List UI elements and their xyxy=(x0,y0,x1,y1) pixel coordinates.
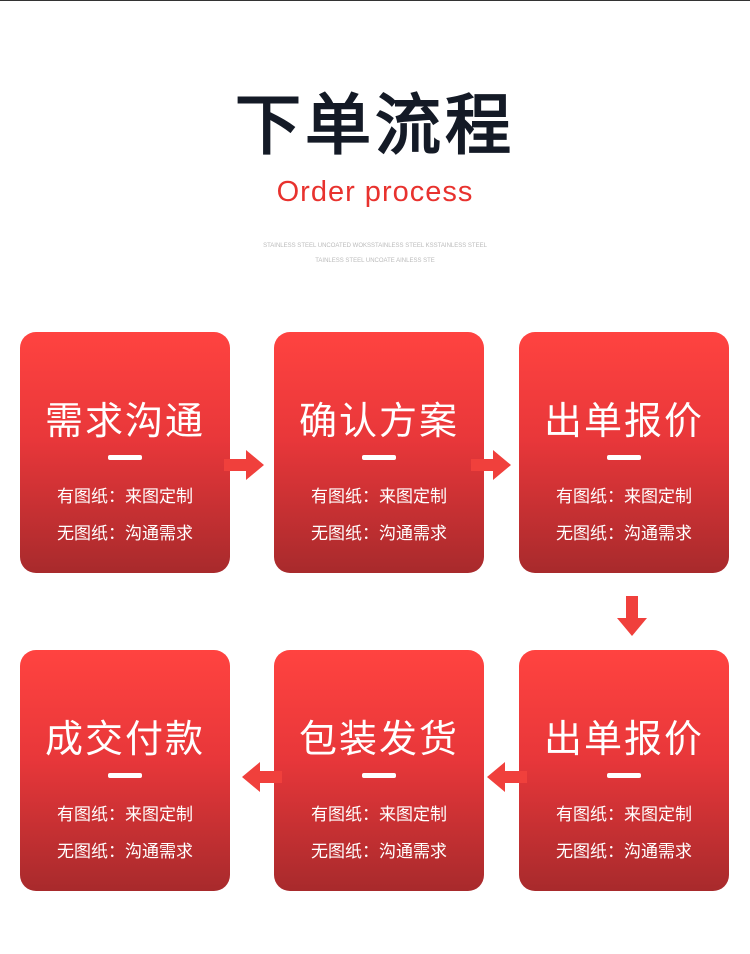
decorative-text-2: TAINLESS STEEL UNCOATE AINLESS STE xyxy=(315,258,435,264)
step-card-2: 确认方案 有图纸：来图定制 无图纸：沟通需求 xyxy=(274,332,484,573)
step-title: 出单报价 xyxy=(543,399,704,443)
divider xyxy=(362,455,396,460)
decorative-text-1: STAINLESS STEEL UNCOATED WOKSSTAINLESS S… xyxy=(263,243,487,249)
top-border xyxy=(0,0,750,1)
step-line-2: 无图纸：沟通需求 xyxy=(556,524,692,544)
page-subtitle: Order process xyxy=(276,176,474,208)
step-title: 需求沟通 xyxy=(44,399,205,443)
step-card-5: 包装发货 有图纸：来图定制 无图纸：沟通需求 xyxy=(274,650,484,891)
arrow-right-icon xyxy=(471,450,511,480)
divider xyxy=(607,455,641,460)
step-title: 包装发货 xyxy=(298,717,459,761)
step-line-2: 无图纸：沟通需求 xyxy=(311,842,447,862)
step-title: 确认方案 xyxy=(298,399,459,443)
arrow-down-icon xyxy=(617,596,647,636)
page-title: 下单流程 xyxy=(235,87,515,164)
step-card-6: 成交付款 有图纸：来图定制 无图纸：沟通需求 xyxy=(20,650,230,891)
step-line-1: 有图纸：来图定制 xyxy=(311,487,447,507)
step-line-2: 无图纸：沟通需求 xyxy=(57,842,193,862)
step-card-3: 出单报价 有图纸：来图定制 无图纸：沟通需求 xyxy=(519,332,729,573)
divider xyxy=(362,773,396,778)
arrow-left-icon xyxy=(242,762,282,792)
step-card-4: 出单报价 有图纸：来图定制 无图纸：沟通需求 xyxy=(519,650,729,891)
divider xyxy=(607,773,641,778)
divider xyxy=(108,773,142,778)
divider xyxy=(108,455,142,460)
arrow-right-icon xyxy=(224,450,264,480)
step-line-2: 无图纸：沟通需求 xyxy=(311,524,447,544)
step-line-2: 无图纸：沟通需求 xyxy=(556,842,692,862)
step-line-1: 有图纸：来图定制 xyxy=(556,805,692,825)
arrow-left-icon xyxy=(487,762,527,792)
step-line-1: 有图纸：来图定制 xyxy=(57,805,193,825)
step-card-1: 需求沟通 有图纸：来图定制 无图纸：沟通需求 xyxy=(20,332,230,573)
step-title: 出单报价 xyxy=(543,717,704,761)
step-line-2: 无图纸：沟通需求 xyxy=(57,524,193,544)
step-title: 成交付款 xyxy=(44,717,205,761)
step-line-1: 有图纸：来图定制 xyxy=(311,805,447,825)
step-line-1: 有图纸：来图定制 xyxy=(556,487,692,507)
step-line-1: 有图纸：来图定制 xyxy=(57,487,193,507)
